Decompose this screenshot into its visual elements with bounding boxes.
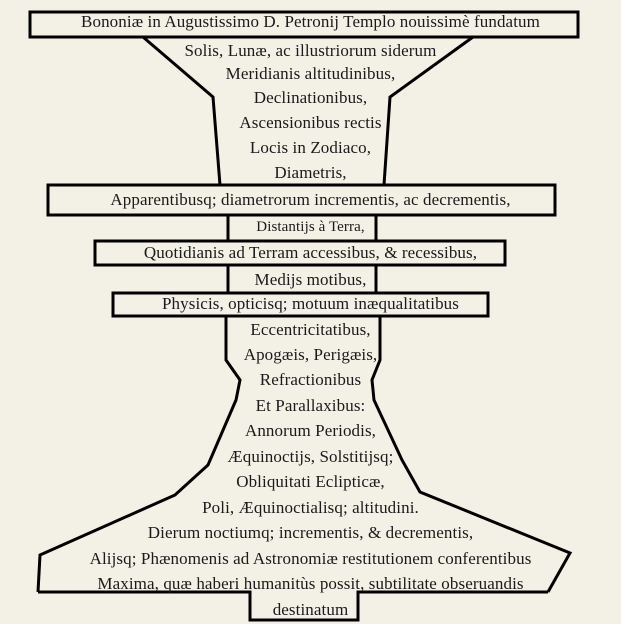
inscription-line: destinatum [272, 600, 349, 619]
inscription-line: Eccentricitatibus, [250, 320, 371, 339]
inscription-line: Et Parallaxibus: [255, 396, 366, 415]
upper-funnel-right [382, 35, 474, 186]
inscription-line: Meridianis altitudinibus, [225, 64, 396, 83]
lower-body-left [36, 316, 242, 593]
inscription-line: Obliquitati Eclipticæ, [236, 472, 385, 491]
inscription-line: Ascensionibus rectis [239, 113, 382, 132]
inscription-line: Declinationibus, [253, 88, 368, 107]
inscription-line: Distantijs à Terra, [256, 219, 365, 235]
inscription-line: Bononiæ in Augustissimo D. Petronij Temp… [81, 12, 540, 31]
inscription-line: Alijsq; Phænomenis ad Astronomiæ restitu… [89, 549, 532, 568]
inscription-line: Medijs motibus, [254, 270, 367, 289]
inscription-line: Physicis, opticisq; motuum inæqualitatib… [162, 294, 459, 313]
upper-funnel-left [142, 35, 222, 186]
lower-body-right [370, 316, 573, 593]
inscription-line: Solis, Lunæ, ac illustriorum siderum [184, 41, 437, 60]
apparentibus-box [46, 183, 557, 217]
inscription-line: Æquinoctijs, Solstitijsq; [227, 447, 394, 466]
inscription-line: Locis in Zodiaco, [249, 138, 372, 157]
inscription-line: Maxima, quæ haberi humanitùs possit, sub… [97, 574, 524, 593]
title-box [28, 10, 580, 39]
inscription-line: Dierum noctiumq; incrementis, & decremen… [147, 523, 474, 542]
physicis-box [111, 291, 490, 318]
inscription-line: Annorum Periodis, [244, 421, 377, 440]
inscription-line: Quotidianis ad Terram accessibus, & rece… [143, 243, 478, 262]
quotidianis-box [93, 239, 507, 267]
inscription-line: Poli, Æquinoctialisq; altitudini. [202, 498, 419, 517]
inscription-line: Apparentibusq; diametrorum incrementis, … [110, 190, 511, 209]
inscription-line: Refractionibus [259, 370, 362, 389]
inscription-line: Apogæis, Perigæis, [243, 345, 378, 364]
inscription-line: Diametris, [274, 163, 347, 182]
base-bottom [38, 590, 548, 622]
